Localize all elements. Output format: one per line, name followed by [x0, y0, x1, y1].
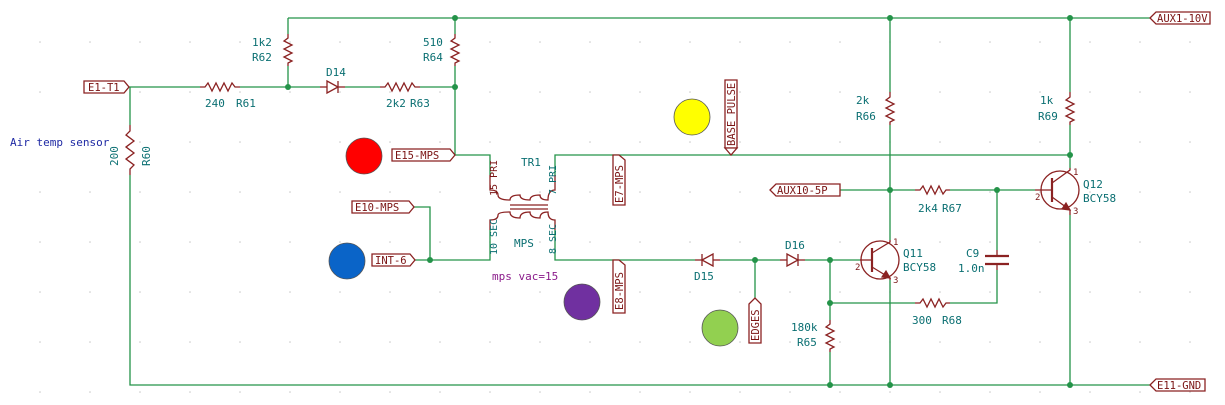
- net-label-e15-mps[interactable]: E15-MPS: [391, 148, 456, 162]
- e1-t1-text: E1-T1: [88, 82, 120, 94]
- r66-value: 2k: [856, 94, 870, 107]
- resistor-r62[interactable]: 1k2 R62: [252, 34, 294, 66]
- c9-ref: C9: [966, 247, 979, 260]
- resistor-r63[interactable]: 2k2 R63: [380, 81, 430, 110]
- resistor-r64[interactable]: 510 R64: [423, 34, 461, 66]
- transistor-q12[interactable]: 2 1 3 Q12 BCY58: [1035, 168, 1116, 217]
- r65-value: 180k: [791, 321, 818, 334]
- tr1-value: MPS: [514, 237, 534, 250]
- r67-value: 2k4: [918, 202, 938, 215]
- r61-value: 240: [205, 97, 225, 110]
- r67-ref: R67: [942, 202, 962, 215]
- tr1-pin-15: 15 PRI: [489, 160, 500, 196]
- capacitor-c9[interactable]: C9 1.0n: [958, 247, 1009, 275]
- junctions: [285, 15, 1073, 388]
- marker-blue[interactable]: [328, 242, 366, 280]
- e15-mps-text: E15-MPS: [395, 150, 439, 162]
- edges-text: EDGES: [750, 309, 762, 341]
- marker-green[interactable]: [701, 309, 739, 347]
- q11-pin-c: 1: [893, 238, 898, 248]
- int-6-text: INT-6: [375, 255, 407, 267]
- resistor-r68[interactable]: 300 R68: [912, 297, 962, 327]
- d15-ref: D15: [694, 270, 714, 283]
- aux1-10v-text: AUX1-10V: [1157, 13, 1208, 25]
- c9-value: 1.0n: [958, 262, 985, 275]
- net-label-e7-mps[interactable]: E7-MPS: [612, 154, 626, 206]
- diode-d14[interactable]: D14: [320, 66, 346, 95]
- d14-ref: D14: [326, 66, 346, 79]
- e11-gnd-text: E11-GND: [1157, 380, 1201, 392]
- q12-pin-c: 1: [1073, 168, 1078, 178]
- transistor-q11[interactable]: 2 1 3 Q11 BCY58: [855, 238, 936, 286]
- r60-ref: R60: [140, 146, 153, 166]
- marker-red[interactable]: [345, 137, 383, 175]
- net-label-aux10-5p[interactable]: AUX10-5P: [769, 183, 841, 197]
- r62-ref: R62: [252, 51, 272, 64]
- q11-pin-e: 3: [893, 276, 898, 286]
- net-label-int-6[interactable]: INT-6: [371, 253, 416, 267]
- air-temp-sensor-note: Air temp sensor: [10, 136, 110, 149]
- tr1-pin-7: 7 PRI: [548, 165, 559, 195]
- tr1-ref: TR1: [521, 156, 541, 169]
- q12-ref: Q12: [1083, 178, 1103, 191]
- r61-ref: R61: [236, 97, 256, 110]
- diode-d16[interactable]: D16: [780, 239, 805, 268]
- mps-vac-note: mps vac=15: [492, 270, 558, 283]
- r69-ref: R69: [1038, 110, 1058, 123]
- q11-ref: Q11: [903, 247, 923, 260]
- marker-purple[interactable]: [563, 283, 601, 321]
- diode-d15[interactable]: D15: [694, 252, 720, 283]
- marker-yellow[interactable]: [673, 98, 711, 136]
- wires: [128, 17, 1150, 386]
- net-label-e1-t1[interactable]: E1-T1: [83, 80, 130, 94]
- net-label-e10-mps[interactable]: E10-MPS: [351, 200, 415, 214]
- tr1-pin-8: 8 SEC: [548, 224, 559, 254]
- r60-value: 200: [108, 146, 121, 166]
- resistor-r69[interactable]: 1k R69: [1038, 92, 1076, 125]
- resistor-r67[interactable]: 2k4 R67: [915, 184, 962, 215]
- net-label-aux1-10v[interactable]: AUX1-10V: [1149, 11, 1211, 25]
- e8-mps-text: E8-MPS: [614, 272, 626, 310]
- r63-value: 2k2: [386, 97, 406, 110]
- r63-ref: R63: [410, 97, 430, 110]
- resistor-r65[interactable]: 180k R65: [791, 320, 836, 352]
- q12-pin-e: 3: [1073, 207, 1078, 217]
- q12-pin-b: 2: [1035, 193, 1040, 203]
- r68-value: 300: [912, 314, 932, 327]
- r65-ref: R65: [797, 336, 817, 349]
- q11-value: BCY58: [903, 261, 936, 274]
- r69-value: 1k: [1040, 94, 1054, 107]
- e7-mps-text: E7-MPS: [614, 165, 626, 203]
- d16-ref: D16: [785, 239, 805, 252]
- r66-ref: R66: [856, 110, 876, 123]
- net-label-e11-gnd[interactable]: E11-GND: [1149, 378, 1206, 392]
- aux10-5p-text: AUX10-5P: [777, 185, 828, 197]
- net-label-e8-mps[interactable]: E8-MPS: [612, 259, 626, 314]
- net-label-edges[interactable]: EDGES: [748, 297, 762, 344]
- resistor-r66[interactable]: 2k R66: [856, 92, 896, 125]
- e10-mps-text: E10-MPS: [355, 202, 399, 214]
- r62-value: 1k2: [252, 36, 272, 49]
- resistor-r60[interactable]: 200 R60: [108, 125, 153, 175]
- tr1-pin-10: 10 SEC: [489, 219, 500, 255]
- grid-dots: [39, 41, 1191, 393]
- base-pulse-text: BASE_PULSE: [726, 83, 738, 146]
- q12-value: BCY58: [1083, 192, 1116, 205]
- r64-value: 510: [423, 36, 443, 49]
- markers: [328, 98, 739, 347]
- transformer-tr1[interactable]: TR1 MPS 15 PRI 7 PRI 10 SEC 8 SEC: [489, 156, 559, 255]
- net-label-base-pulse[interactable]: BASE_PULSE: [723, 79, 739, 156]
- resistor-r61[interactable]: 240 R61: [200, 81, 256, 110]
- q11-pin-b: 2: [855, 263, 860, 273]
- r68-ref: R68: [942, 314, 962, 327]
- r64-ref: R64: [423, 51, 443, 64]
